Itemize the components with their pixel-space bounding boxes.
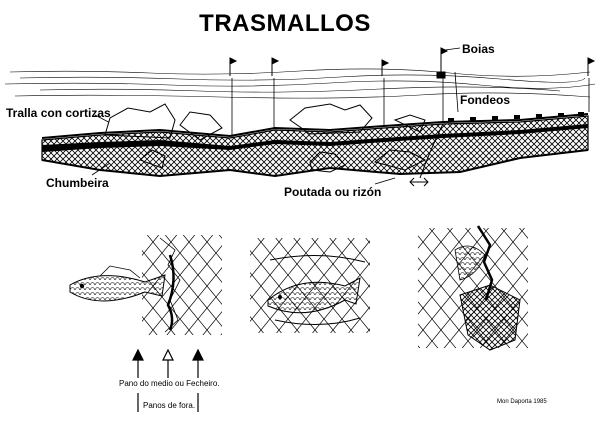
- sea-surface: [4, 68, 596, 99]
- label-tralla: Tralla con cortizas: [6, 106, 111, 120]
- page-title: TRASMALLOS: [199, 10, 371, 37]
- label-panos-fora: Panos de fora.: [143, 401, 196, 410]
- vignette-fish-approach: [69, 235, 222, 335]
- vignette-fish-entangled: [250, 238, 370, 333]
- label-poutada: Poutada ou rizón: [284, 185, 382, 199]
- buoy-markers: [229, 47, 596, 79]
- label-chumbeira: Chumbeira: [46, 176, 109, 190]
- buoy-ropes: [231, 78, 590, 138]
- panel-arrows: [132, 348, 204, 412]
- anchor: [409, 123, 444, 187]
- label-pano-medio: Pano do medio ou Fecheiro.: [119, 379, 220, 388]
- label-fondeos: Fondeos: [460, 93, 510, 107]
- vignette-fish-pocketed: [418, 225, 528, 351]
- label-credit: Mon Daporta 1985: [497, 399, 547, 405]
- label-boias: Boias: [462, 42, 495, 56]
- net-panel: [41, 112, 589, 178]
